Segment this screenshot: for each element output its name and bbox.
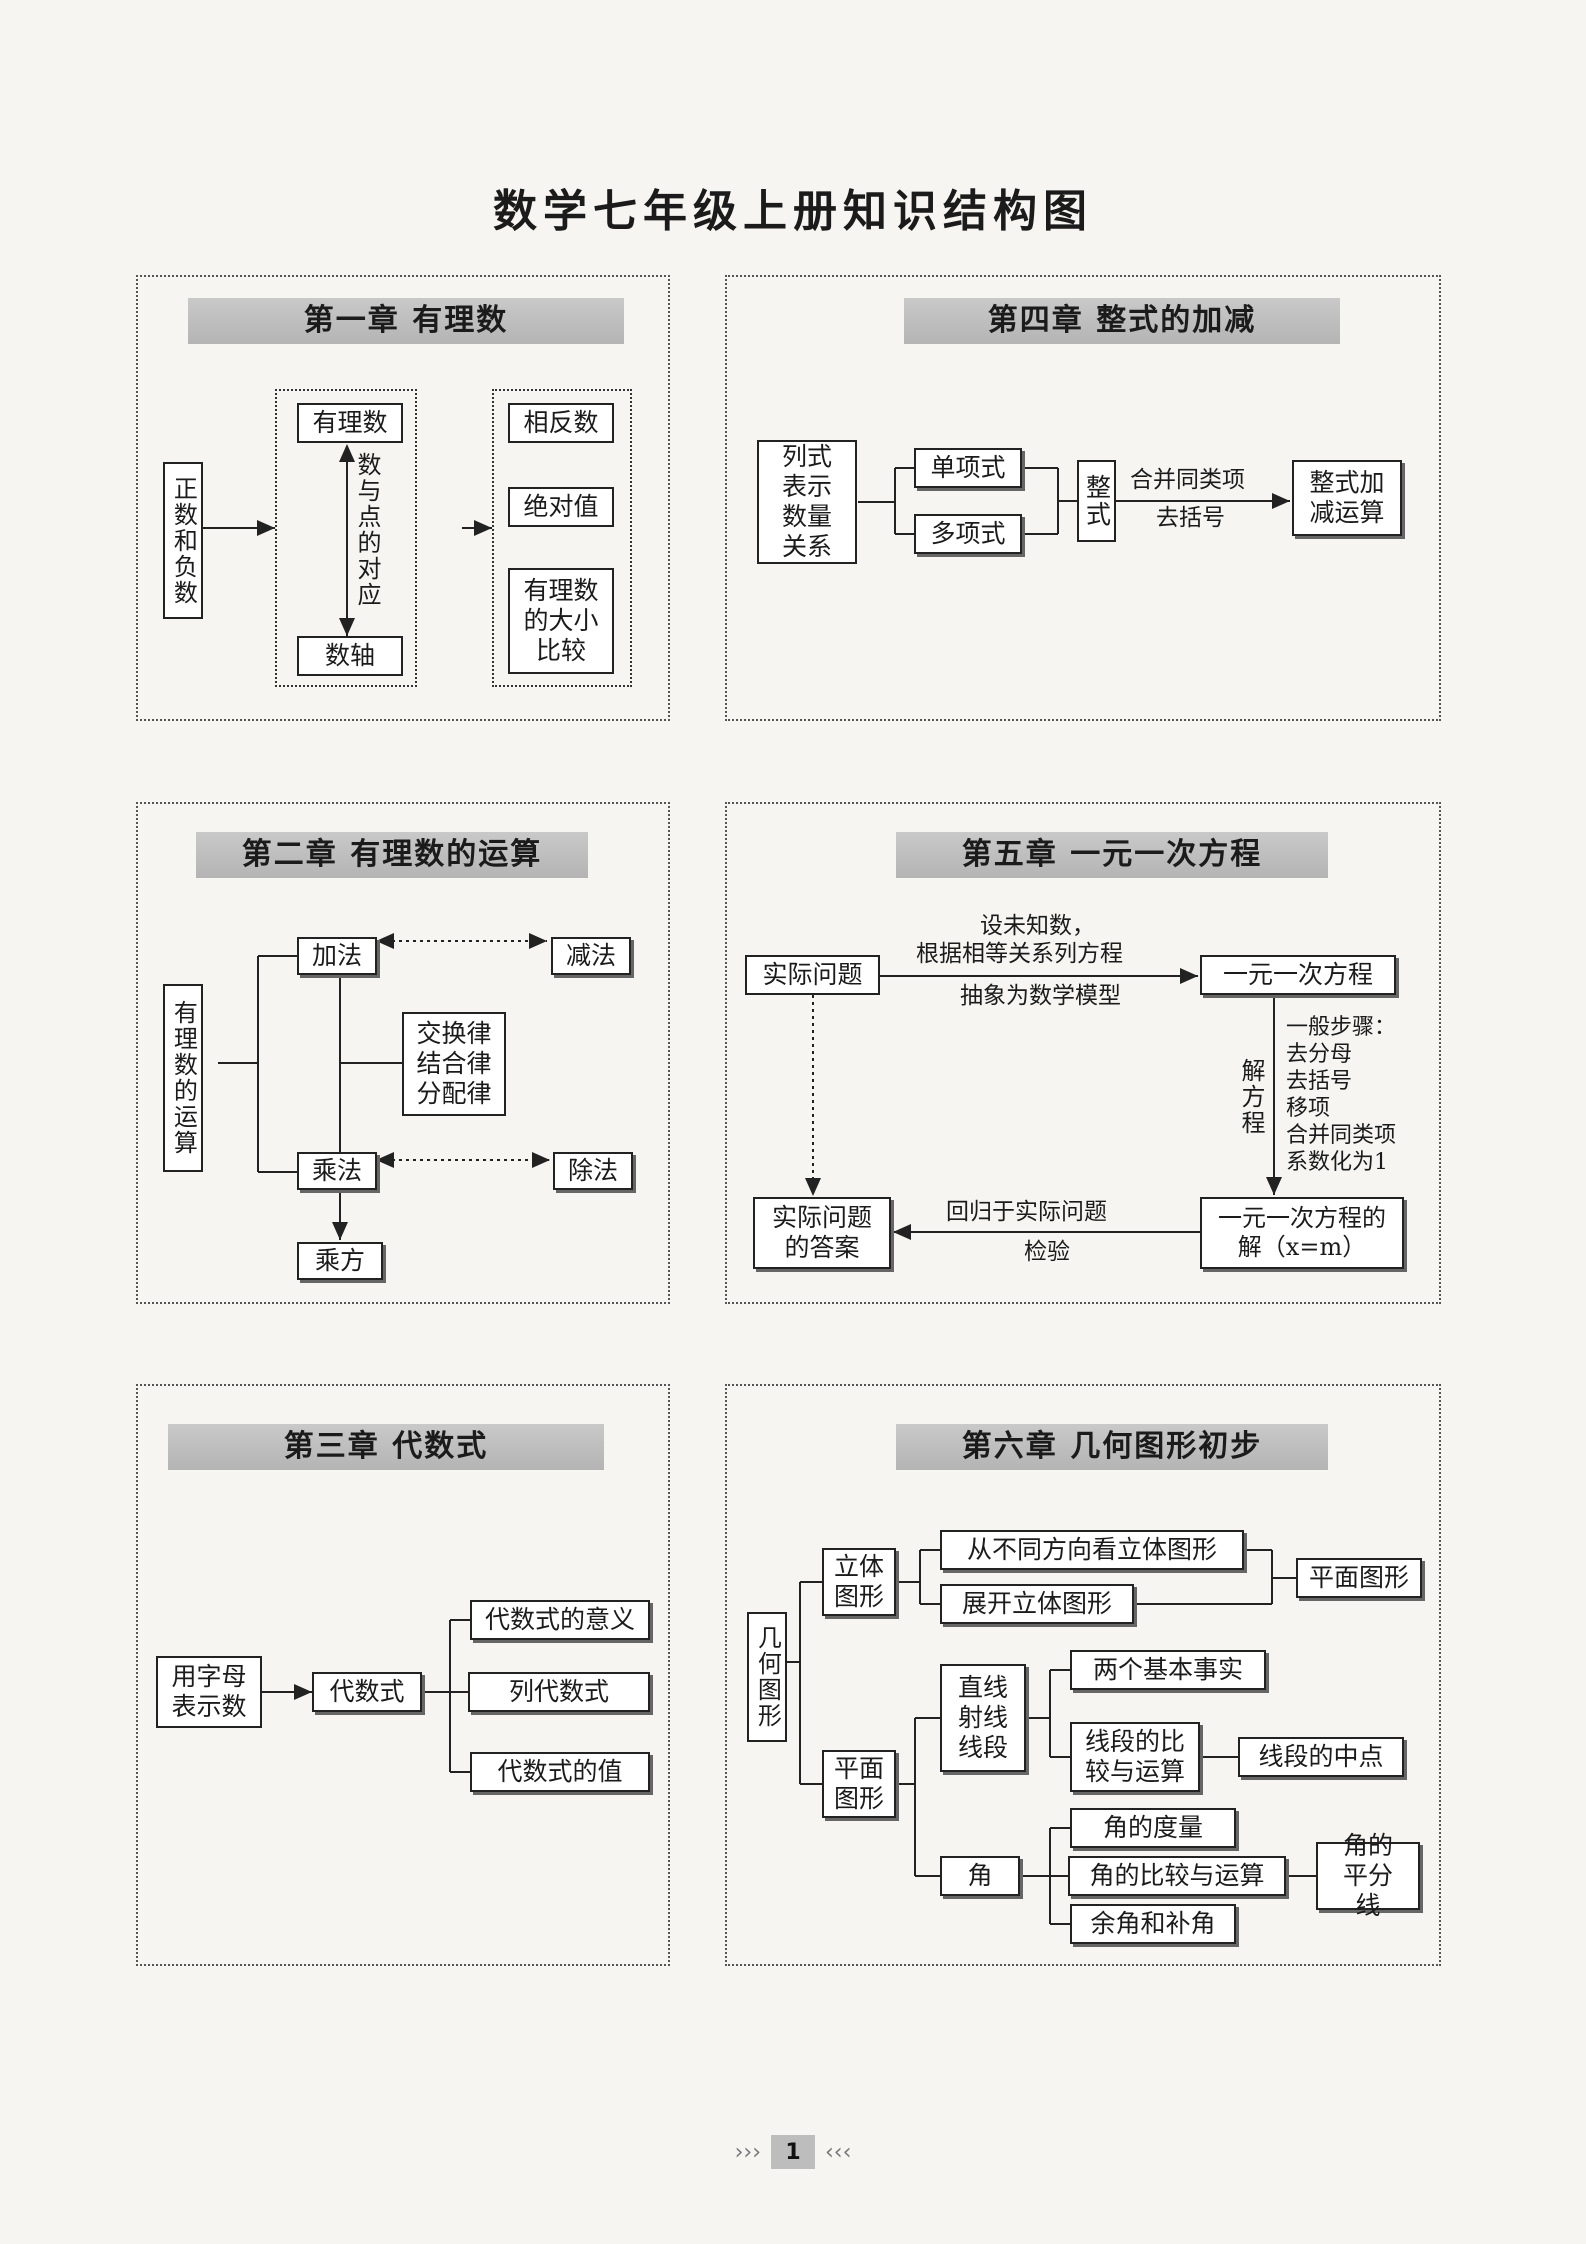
value-box: 代数式的值 xyxy=(470,1752,650,1792)
bisector-box: 角的平分线 xyxy=(1316,1831,1420,1920)
sub-box: 减法 xyxy=(551,937,631,975)
back-label-1: 回归于实际问题 xyxy=(946,1199,1107,1225)
chapter4-banner: 第四章 整式的加减 xyxy=(904,298,1340,344)
complement-box: 余角和补角 xyxy=(1070,1904,1236,1944)
combine-label: 合并同类项 xyxy=(1130,467,1245,493)
chevron-right-icon: ››› xyxy=(734,2139,761,2165)
pow-box: 乘方 xyxy=(297,1242,383,1280)
relation-box: 列式表示数量关系 xyxy=(757,440,857,564)
chapter4-panel xyxy=(725,275,1441,721)
letters-box: 用字母表示数 xyxy=(156,1656,262,1728)
plane-box: 平面图形 xyxy=(822,1750,896,1818)
opposite-box: 相反数 xyxy=(508,403,614,443)
meaning-box: 代数式的意义 xyxy=(470,1600,650,1640)
model-label-2: 根据相等关系列方程 xyxy=(916,941,1123,967)
axis-box: 数轴 xyxy=(297,636,403,676)
page-footer: ››› 1 ‹‹‹ xyxy=(700,2134,886,2170)
chapter1-panel xyxy=(136,275,670,721)
equation-box: 一元一次方程 xyxy=(1200,955,1396,995)
chapter2-panel xyxy=(136,802,670,1304)
geometry-box: 几何图形 xyxy=(747,1612,787,1742)
answer-box: 实际问题的答案 xyxy=(753,1197,891,1269)
addsub-box: 整式加减运算 xyxy=(1292,460,1402,536)
model-label-1: 设未知数， xyxy=(980,913,1095,939)
angle-box: 角 xyxy=(940,1856,1020,1896)
page-number: 1 xyxy=(771,2135,815,2169)
plane-figure-box: 平面图形 xyxy=(1296,1558,1422,1598)
step-5: 系数化为1 xyxy=(1286,1150,1388,1175)
solve-label: 解方程 xyxy=(1237,1058,1265,1136)
chapter6-panel xyxy=(725,1384,1441,1966)
chapter1-banner: 第一章 有理数 xyxy=(188,298,624,344)
measure-box: 角的度量 xyxy=(1070,1808,1236,1848)
segment-compare-box: 线段的比较与运算 xyxy=(1070,1722,1200,1792)
page-title: 数学七年级上册知识结构图 xyxy=(493,186,1093,237)
integral-box: 整式 xyxy=(1077,460,1116,542)
angle-compare-box: 角的比较与运算 xyxy=(1068,1856,1286,1896)
solid-box: 立体图形 xyxy=(822,1548,896,1616)
poly-box: 多项式 xyxy=(914,514,1022,554)
step-4: 合并同类项 xyxy=(1286,1123,1397,1148)
view-box: 从不同方向看立体图形 xyxy=(940,1530,1244,1570)
chapter5-banner: 第五章 一元一次方程 xyxy=(896,832,1328,878)
add-box: 加法 xyxy=(297,937,377,975)
chapter3-banner: 第三章 代数式 xyxy=(168,1424,604,1470)
absolute-box: 绝对值 xyxy=(508,487,614,527)
chapter2-banner: 第二章 有理数的运算 xyxy=(196,832,588,878)
chevron-left-icon: ‹‹‹ xyxy=(825,2139,852,2165)
chapter3-panel xyxy=(136,1384,670,1966)
mul-box: 乘法 xyxy=(297,1152,377,1190)
facts-box: 两个基本事实 xyxy=(1070,1650,1266,1690)
back-label-2: 检验 xyxy=(1024,1239,1070,1265)
rational-group xyxy=(275,389,417,687)
step-0: 一般步骤： xyxy=(1286,1015,1397,1040)
step-3: 移项 xyxy=(1286,1096,1331,1121)
expression-box: 代数式 xyxy=(312,1672,422,1712)
bracket-label: 去括号 xyxy=(1156,505,1225,531)
laws-box: 交换律结合律分配律 xyxy=(402,1012,506,1116)
unfold-box: 展开立体图形 xyxy=(940,1584,1134,1624)
pos-neg-box: 正数和负数 xyxy=(163,462,203,619)
lines-box: 直线射线线段 xyxy=(940,1664,1026,1772)
model-label-3: 抽象为数学模型 xyxy=(960,983,1121,1009)
steps-list: 一般步骤： 去分母 去括号 移项 合并同类项 系数化为1 xyxy=(1286,1014,1396,1176)
compare-box: 有理数的大小比较 xyxy=(508,568,614,674)
write-box: 列代数式 xyxy=(468,1672,650,1712)
chapter6-banner: 第六章 几何图形初步 xyxy=(896,1424,1328,1470)
midpoint-box: 线段的中点 xyxy=(1238,1737,1404,1777)
step-1: 去分母 xyxy=(1286,1042,1353,1067)
real-problem-box: 实际问题 xyxy=(745,955,880,995)
step-2: 去括号 xyxy=(1286,1069,1353,1094)
div-box: 除法 xyxy=(553,1152,633,1190)
properties-group xyxy=(492,389,632,687)
solution-box: 一元一次方程的解（x=m） xyxy=(1200,1197,1404,1269)
chapter5-panel xyxy=(725,802,1441,1304)
mono-box: 单项式 xyxy=(914,448,1022,488)
rational-box: 有理数 xyxy=(297,403,403,443)
corr-label: 数与点的对应 xyxy=(353,452,381,608)
ops-box: 有理数的运算 xyxy=(163,984,203,1172)
